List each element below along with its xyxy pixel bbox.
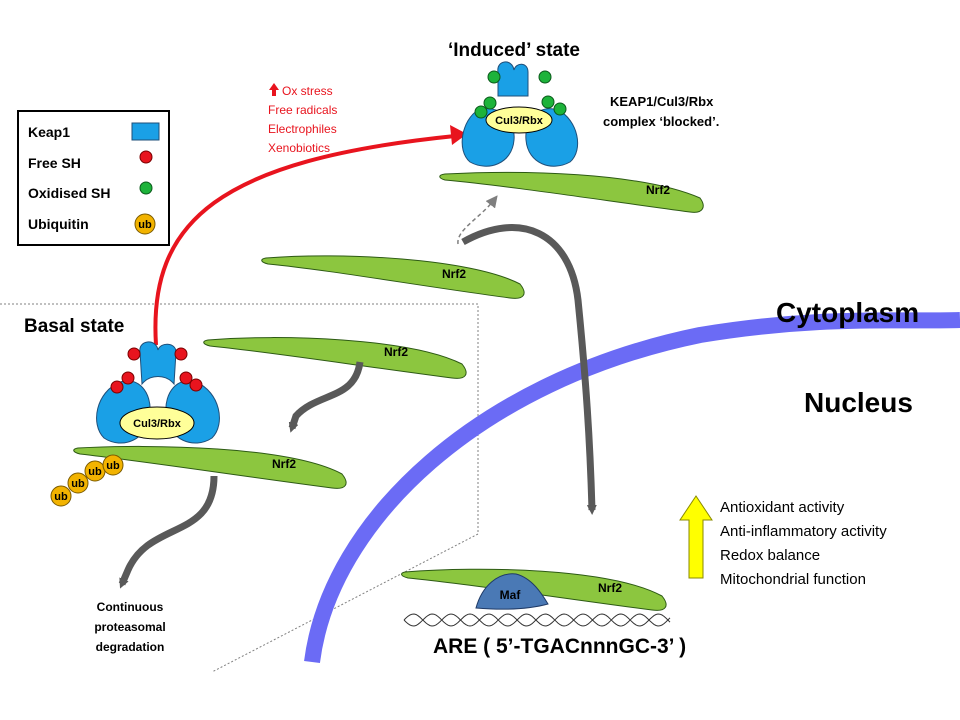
legend-free-sh-label: Free SH [28,155,81,171]
degradation-line1: Continuous [97,600,164,614]
up-arrow-icon [269,83,279,96]
ubiquitin-icon [102,454,124,476]
effect-item: Redox balance [720,547,820,564]
effect-item: Antioxidant activity [720,499,845,516]
legend-ubiquitin-label: Ubiquitin [28,216,89,232]
stressor-ox-stress: Ox stress [282,84,333,98]
cul3-rbx-basal-label: Cul3/Rbx [133,418,182,430]
complex-note-line2: complex ‘blocked’. [603,114,719,129]
free-sh-dot [179,371,193,385]
effect-item: Mitochondrial function [720,571,866,588]
stress-arrow-head [450,125,467,145]
oxidised-sh-dot [487,70,501,84]
nrf2-basal [73,445,347,489]
ubiquitin-label: ub [88,466,102,478]
ubiquitin-swatch-text: ub [138,219,152,231]
keap1-dimer-top [497,61,529,97]
nrf2-free-upper [261,255,525,299]
free-sh-dot [174,347,188,361]
free-sh-swatch-icon [139,150,153,164]
cul3-rbx-induced [485,106,553,134]
binding-arrow [288,361,364,433]
ubiquitin-icon [50,485,72,507]
oxidised-sh-dot [538,70,552,84]
dna-strand [403,613,671,627]
free-sh-dot [189,378,203,392]
ubiquitin-chain: ub ub ub ub [50,454,124,507]
cul3-rbx-induced-label: Cul3/Rbx [495,115,544,127]
upregulation-arrow-icon [679,495,713,579]
free-sh-dot [110,380,124,394]
legend-keap1-label: Keap1 [28,124,70,140]
stressor-xenobiotics: Xenobiotics [268,141,330,155]
oxidised-sh-dot [474,105,488,119]
oxidised-sh-dot [483,96,497,110]
cul3-rbx-basal [119,406,195,440]
basal-state-title: Basal state [24,316,124,337]
keap1-dimer-top [139,341,177,386]
stressor-free-radicals: Free radicals [268,103,337,117]
complex-note-line1: KEAP1/Cul3/Rbx [610,94,714,109]
nrf2-free-upper-label: Nrf2 [442,267,466,281]
dashed-arrow [457,195,498,245]
stress-arrow [153,134,456,346]
nrf2-new-label: Nrf2 [384,345,408,359]
degradation-line2: proteasomal [94,620,165,634]
stressor-electrophiles: Electrophiles [268,122,337,136]
basal-keap1-complex: Cul3/Rbx [96,341,220,444]
ubiquitin-label: ub [106,460,120,472]
ubiquitin-label: ub [71,478,85,490]
degradation-arrow [118,475,218,589]
nucleus-label: Nucleus [804,387,913,418]
ubiquitin-swatch-icon [134,213,156,235]
nuclear-translocation-arrow [461,224,597,515]
nrf2-induced [439,171,704,213]
oxidised-sh-swatch-icon [139,181,153,195]
ubiquitin-label: ub [54,491,68,503]
ubiquitin-icon [67,472,89,494]
maf-label: Maf [500,588,522,602]
stressors-list: Ox stress Free radicals Electrophiles Xe… [268,83,337,155]
dna-helix [403,613,671,627]
effect-item: Anti-inflammatory activity [720,523,887,540]
nrf2-new [203,337,467,379]
keap1-swatch-icon [131,122,160,141]
are-sequence: ARE ( 5’-TGACnnnGC-3’ ) [433,635,686,658]
maf-protein [475,573,549,610]
nrf2-basal-label: Nrf2 [272,457,296,471]
oxidised-sh-dot [541,95,555,109]
nuclear-membrane [304,312,960,664]
oxidised-sh-dot [553,102,567,116]
induced-keap1-complex: Cul3/Rbx [461,61,579,167]
dna-strand [403,613,671,627]
nrf2-nuclear-label: Nrf2 [598,581,622,595]
degradation-line3: degradation [96,640,165,654]
legend-oxidised-sh-label: Oxidised SH [28,185,110,201]
induced-state-title: ‘Induced’ state [448,40,580,61]
legend: Keap1 Free SH Oxidised SH Ubiquitin ub [17,110,170,246]
cytoplasm-label: Cytoplasm [776,297,919,328]
nrf2-induced-label: Nrf2 [646,183,670,197]
free-sh-dot [121,371,135,385]
free-sh-dot [127,347,141,361]
